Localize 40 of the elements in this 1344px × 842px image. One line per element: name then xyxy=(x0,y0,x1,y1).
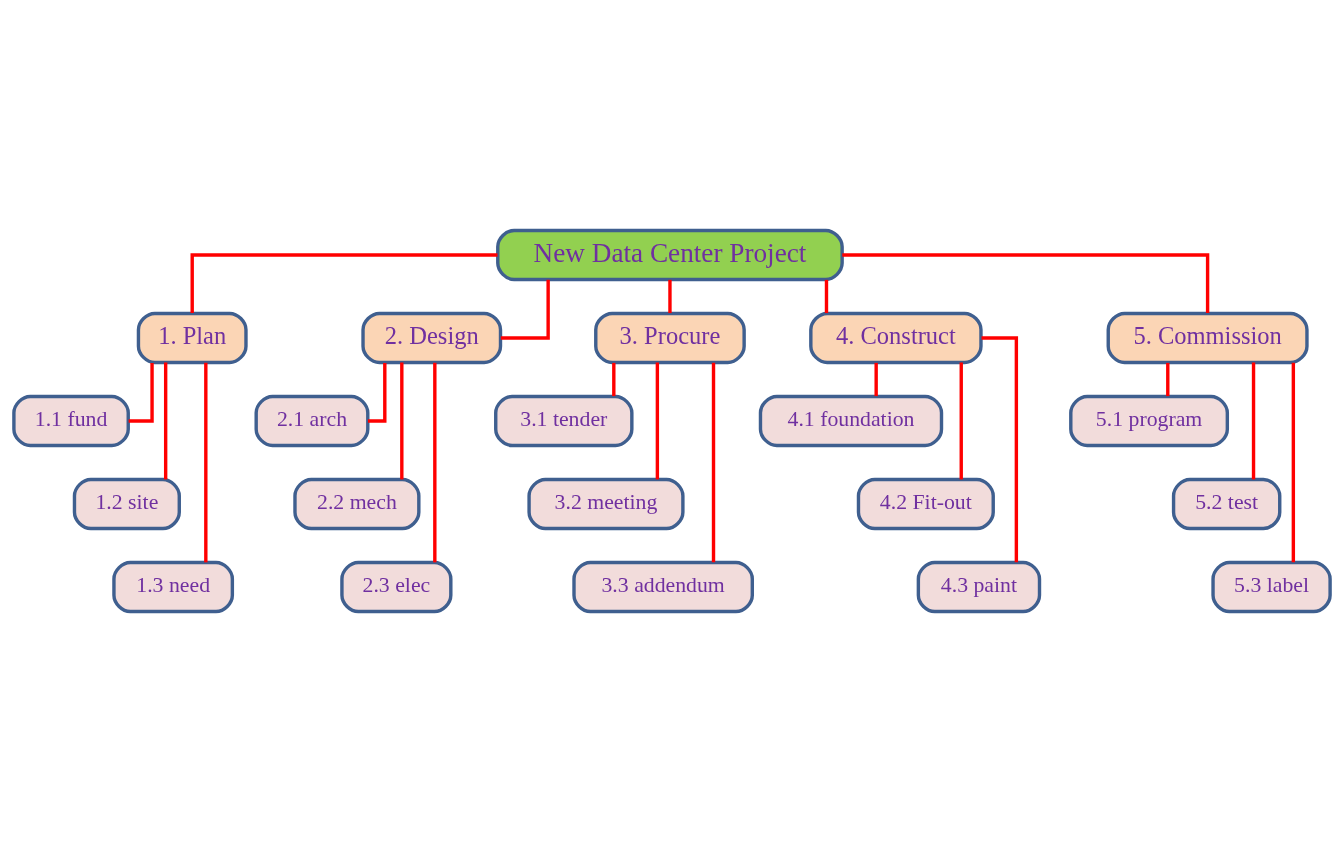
connector xyxy=(1251,362,1256,480)
connector xyxy=(711,362,716,563)
connector xyxy=(367,362,387,423)
node-box: 4.3 paint xyxy=(916,560,1042,614)
connector xyxy=(1291,362,1296,563)
node-box: 1.2 site xyxy=(72,477,181,531)
connector xyxy=(190,253,498,314)
connector xyxy=(668,279,672,314)
node-box: 1.3 need xyxy=(112,560,235,614)
node-box: 3.1 tender xyxy=(494,394,634,448)
node-box: 2.1 arch xyxy=(254,394,370,448)
node-box: 2.3 elec xyxy=(340,560,453,614)
node-box: 2.2 mech xyxy=(293,477,421,531)
node-box: 5.3 label xyxy=(1211,560,1332,614)
node-box: New Data Center Project xyxy=(496,228,844,282)
node-box: 3.3 addendum xyxy=(572,560,754,614)
connector xyxy=(981,336,1019,563)
node-box: 4.2 Fit-out xyxy=(856,477,995,531)
node-box: 5.2 test xyxy=(1171,477,1282,531)
connector xyxy=(612,362,616,397)
connector xyxy=(163,362,168,480)
node-box: 4. Construct xyxy=(809,311,983,365)
node-box: 5. Commission xyxy=(1106,311,1309,365)
connector xyxy=(959,362,963,480)
connector xyxy=(655,362,660,480)
node-box: 3. Procure xyxy=(594,311,746,365)
node-box: 2. Design xyxy=(361,311,503,365)
connector xyxy=(1166,362,1170,397)
connector xyxy=(842,253,1210,314)
connector xyxy=(874,362,878,397)
node-box: 1. Plan xyxy=(136,311,248,365)
node-box: 3.2 meeting xyxy=(527,477,685,531)
connector xyxy=(824,279,829,314)
connector xyxy=(500,279,550,340)
connector xyxy=(204,362,208,563)
node-box: 4.1 foundation xyxy=(758,394,944,448)
node-box: 1.1 fund xyxy=(12,394,130,448)
connector xyxy=(400,362,404,480)
connector xyxy=(433,362,437,563)
node-box: 5.1 program xyxy=(1069,394,1230,448)
